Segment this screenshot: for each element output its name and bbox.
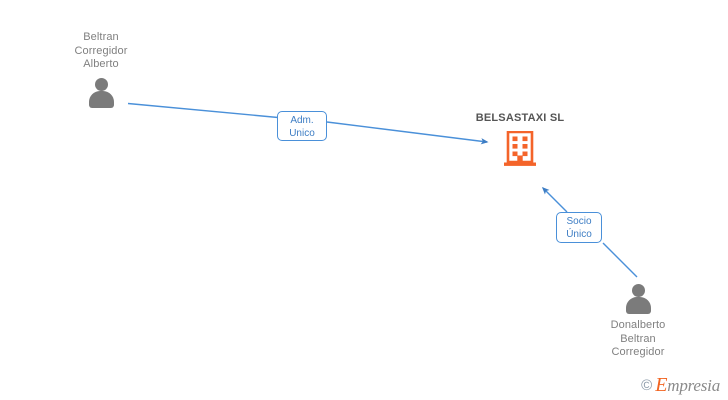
person-node-donalberto-beltran-corregidor[interactable]: Donalberto Beltran Corregidor [581, 284, 695, 360]
empresia-watermark: © Empresia [641, 374, 720, 396]
building-icon [503, 130, 537, 167]
brand-initial: E [655, 374, 668, 396]
person-node-beltran-corregidor-alberto[interactable]: Beltran Corregidor Alberto [44, 31, 158, 108]
brand-name: Empresia [655, 374, 720, 396]
edge-socio-unico-upper [541, 186, 568, 213]
person-body [625, 297, 651, 314]
company-title: BELSASTAXI SL [475, 112, 565, 124]
edge-socio-unico-lower [602, 242, 638, 278]
person-label: Donalberto Beltran Corregidor [610, 319, 666, 358]
person-head [94, 77, 108, 91]
brand-rest: mpresia [667, 376, 720, 395]
company-node[interactable]: BELSASTAXI SL [459, 112, 581, 167]
relation-box-adm-unico[interactable]: Adm. Unico [277, 111, 327, 141]
person-icon [84, 77, 118, 108]
person-label: Beltran Corregidor Alberto [74, 31, 128, 70]
relation-box-socio-unico[interactable]: Socio Único [556, 212, 602, 243]
person-body [88, 90, 114, 108]
copyright-icon: © [641, 377, 653, 394]
person-head [631, 284, 645, 297]
person-icon [621, 284, 655, 314]
